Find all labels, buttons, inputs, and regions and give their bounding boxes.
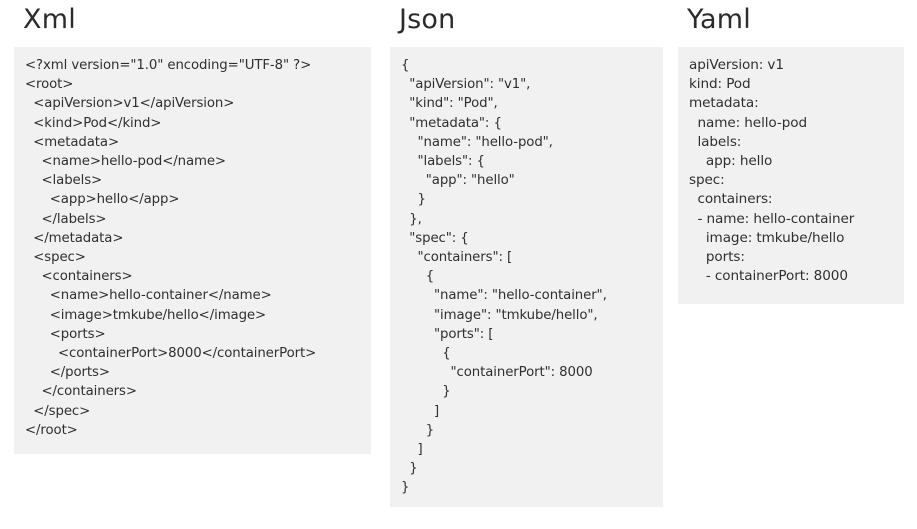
yaml-column: Yaml apiVersion: v1 kind: Pod metadata: … <box>678 0 906 304</box>
xml-column: Xml <?xml version="1.0" encoding="UTF-8"… <box>14 0 386 454</box>
json-heading: Json <box>399 4 456 35</box>
xml-code-panel: <?xml version="1.0" encoding="UTF-8" ?> … <box>14 47 371 454</box>
xml-heading: Xml <box>23 4 76 35</box>
json-column: Json { "apiVersion": "v1", "kind": "Pod"… <box>390 0 665 507</box>
xml-code-block: <?xml version="1.0" encoding="UTF-8" ?> … <box>25 58 317 438</box>
yaml-heading: Yaml <box>687 4 751 35</box>
yaml-code-block: apiVersion: v1 kind: Pod metadata: name:… <box>689 57 855 285</box>
yaml-code-panel: apiVersion: v1 kind: Pod metadata: name:… <box>678 47 904 304</box>
json-code-panel: { "apiVersion": "v1", "kind": "Pod", "me… <box>390 47 663 507</box>
json-code-block: { "apiVersion": "v1", "kind": "Pod", "me… <box>401 58 607 496</box>
